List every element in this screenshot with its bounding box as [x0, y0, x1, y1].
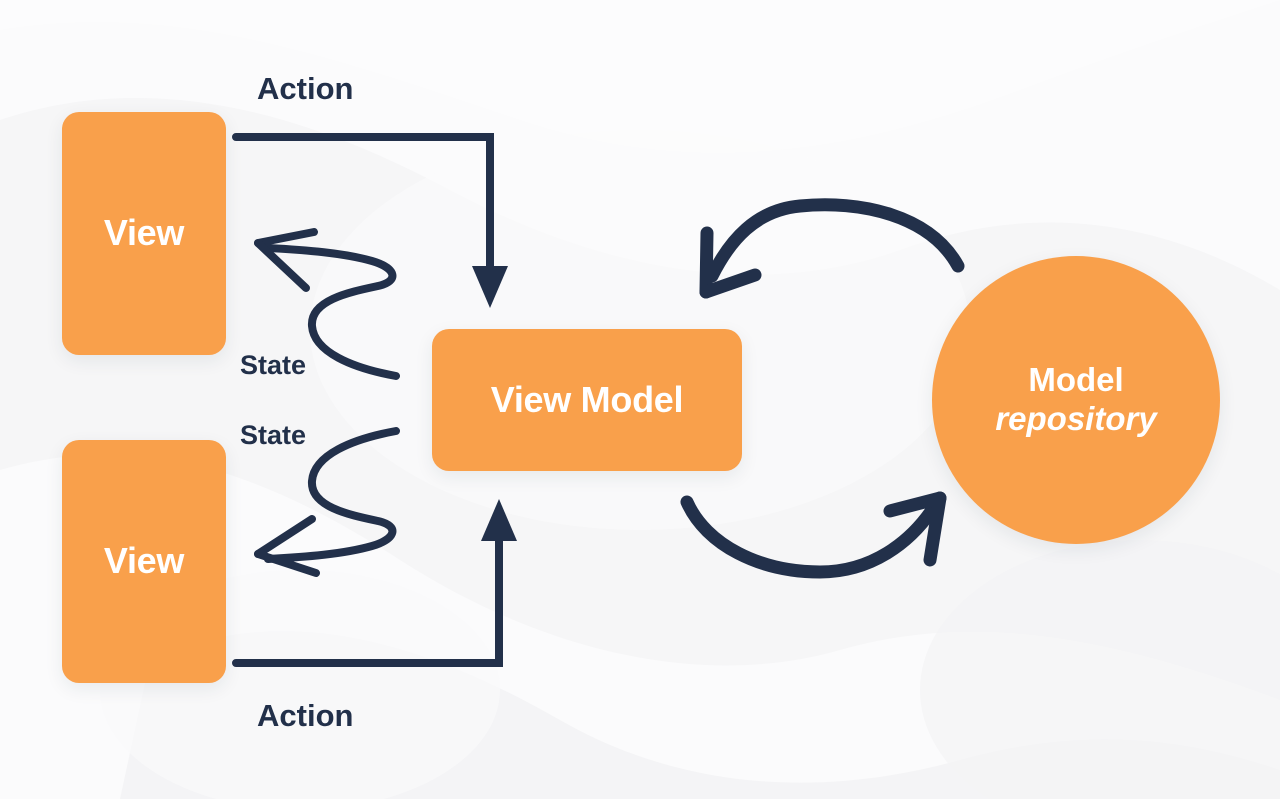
node-view-bottom-label: View — [103, 540, 185, 582]
node-view-top[interactable]: View — [62, 112, 226, 355]
label-state-bottom: State — [240, 420, 307, 450]
node-view-bottom[interactable]: View — [62, 440, 226, 683]
label-state-top: State — [240, 350, 307, 380]
node-view-model[interactable]: View Model — [432, 329, 742, 471]
arrow-action-bottom — [232, 499, 517, 667]
node-view-model-label: View Model — [490, 378, 684, 420]
node-model-repository[interactable]: Model repository — [932, 256, 1220, 544]
arrow-viewmodel-to-model — [680, 491, 947, 579]
arrow-model-to-viewmodel — [699, 198, 965, 299]
label-action-top: Action — [257, 71, 354, 106]
arrow-action-top — [232, 133, 508, 308]
node-model-label: Model — [1028, 361, 1124, 399]
node-view-top-label: View — [103, 212, 185, 254]
arrow-state-bottom — [254, 427, 400, 577]
node-repository-label: repository — [995, 400, 1157, 437]
label-action-bottom: Action — [257, 698, 354, 733]
